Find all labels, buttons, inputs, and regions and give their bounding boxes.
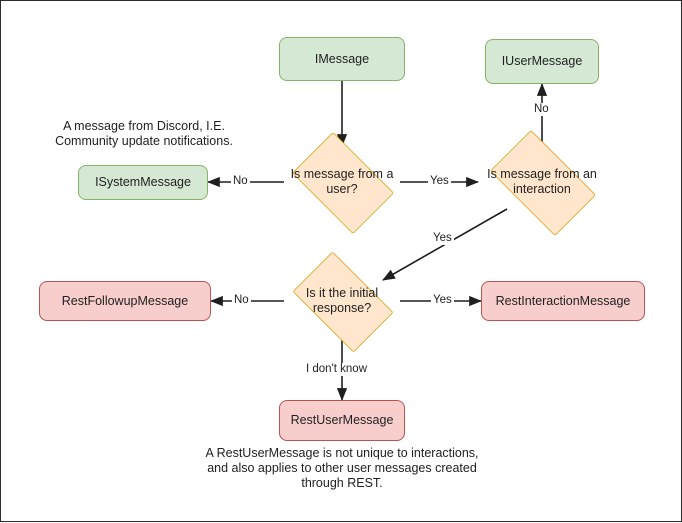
edge-label-user-yes: Yes bbox=[428, 175, 451, 188]
node-restinteractionmessage-label: RestInteractionMessage bbox=[495, 293, 631, 308]
decision-is-message-from-a-user[interactable]: Is message from a user? bbox=[282, 132, 402, 234]
node-isystemmessage[interactable]: ISystemMessage bbox=[78, 165, 208, 200]
decision-is-message-from-a-user-label: Is message from a user? bbox=[290, 167, 394, 196]
node-restusermessage-label: RestUserMessage bbox=[290, 413, 394, 427]
edge-label-initial-unknown: I don't know bbox=[304, 363, 370, 376]
node-imessage-label: IMessage bbox=[314, 51, 370, 66]
node-restfollowupmessage-label: RestFollowupMessage bbox=[61, 293, 189, 308]
node-restfollowupmessage[interactable]: RestFollowupMessage bbox=[39, 281, 211, 321]
edge-label-user-no: No bbox=[231, 175, 250, 188]
edge-label-initial-yes: Yes bbox=[431, 294, 454, 307]
edge-label-initial-no: No bbox=[232, 294, 251, 307]
node-restinteractionmessage[interactable]: RestInteractionMessage bbox=[481, 281, 645, 321]
node-restusermessage[interactable]: RestUserMessage bbox=[279, 400, 405, 441]
edge-label-interaction-no: No bbox=[532, 103, 551, 116]
note-system-message: A message from Discord, I.E. Community u… bbox=[55, 119, 233, 148]
decision-is-it-the-initial-response-label: Is it the initial response? bbox=[305, 286, 379, 315]
node-imessage[interactable]: IMessage bbox=[279, 37, 405, 81]
node-iusermessage[interactable]: IUserMessage bbox=[485, 39, 599, 84]
note-rest-user-message: A RestUserMessage is not unique to inter… bbox=[205, 446, 479, 490]
decision-is-message-from-an-interaction[interactable]: Is message from an interaction bbox=[478, 130, 606, 236]
edge-label-interaction-yes: Yes bbox=[431, 232, 454, 245]
node-isystemmessage-label: ISystemMessage bbox=[95, 175, 191, 189]
node-iusermessage-label: IUserMessage bbox=[501, 54, 583, 68]
decision-is-message-from-an-interaction-label: Is message from an interaction bbox=[487, 167, 597, 196]
decision-is-it-the-initial-response[interactable]: Is it the initial response? bbox=[282, 251, 402, 353]
